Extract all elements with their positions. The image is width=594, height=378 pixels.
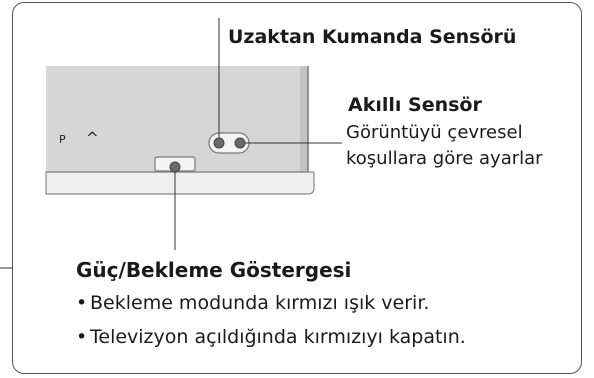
smart-sensor-dot [234, 137, 246, 149]
tv-bottom-bezel [45, 171, 315, 195]
list-item: •Televizyon açıldığında kırmızıyı kapatı… [76, 320, 466, 354]
bullet-icon: • [76, 292, 88, 314]
diagram-frame [12, 2, 582, 374]
power-indicator-bullet-list: •Bekleme modunda kırmızı ışık verir. •Te… [76, 286, 466, 354]
power-indicator-light [169, 161, 181, 173]
list-item: •Bekleme modunda kırmızı ışık verir. [76, 286, 466, 320]
bullet-text: Bekleme modunda kırmızı ışık verir. [90, 292, 430, 314]
bullet-icon: • [76, 326, 88, 348]
remote-sensor-title: Uzaktan Kumanda Sensörü [228, 26, 517, 48]
smart-sensor-description-line: koşullara göre ayarlar [346, 148, 543, 169]
tv-panel-right-edge [300, 66, 308, 172]
bullet-text: Televizyon açıldığında kırmızıyı kapatın… [90, 326, 466, 348]
smart-sensor-description-line: Görüntüyü çevresel [346, 122, 523, 143]
smart-sensor-description: Görüntüyü çevresel koşullara göre ayarla… [346, 120, 543, 172]
tv-up-button-label: ^ [86, 129, 99, 147]
smart-sensor-title: Akıllı Sensör [348, 94, 482, 116]
remote-sensor-dot [213, 137, 225, 149]
power-indicator-title: Güç/Bekleme Göstergesi [76, 258, 352, 282]
tv-panel-face [46, 66, 308, 172]
tv-power-button-label: P [59, 133, 66, 146]
